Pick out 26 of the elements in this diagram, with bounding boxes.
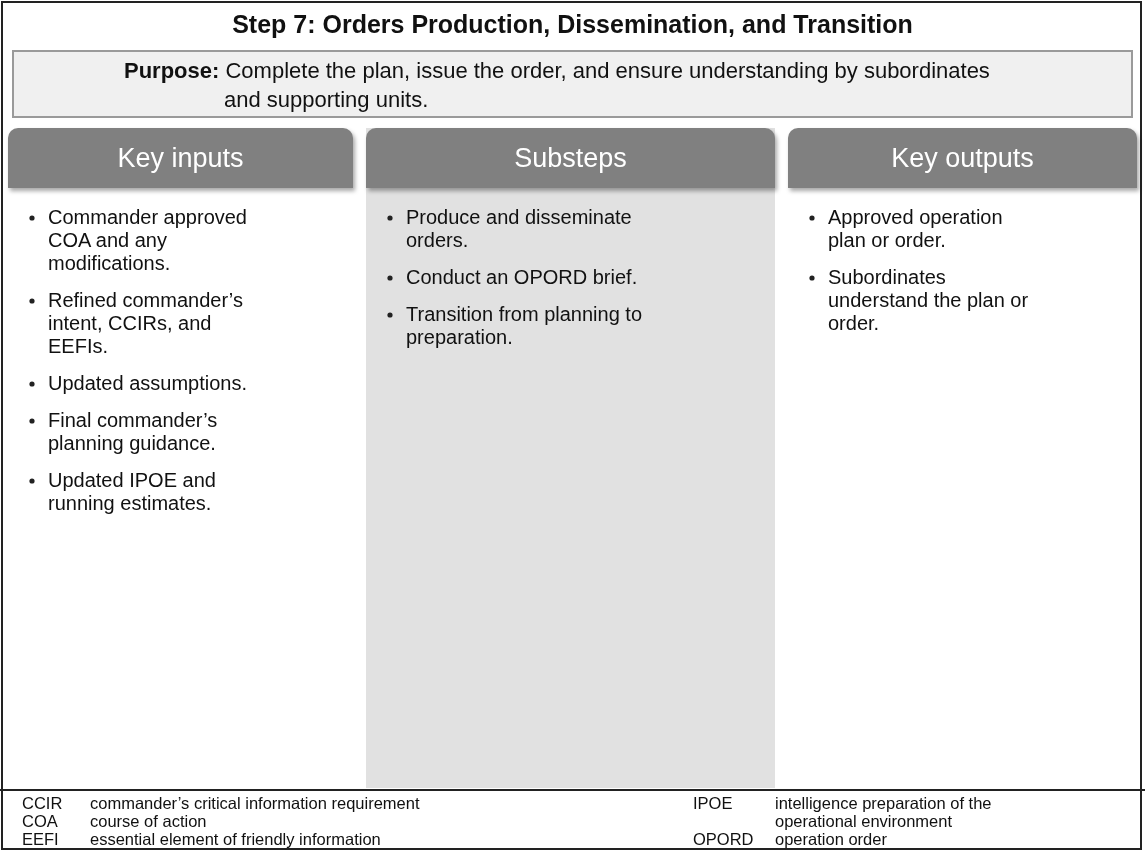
column-header: Key outputs xyxy=(788,128,1137,188)
glossary-definition: essential element of friendly information xyxy=(90,830,382,848)
bullet-text: Updated IPOE and running estimates. xyxy=(48,469,216,514)
bullet-text: Conduct an OPORD brief. xyxy=(406,266,638,288)
glossary-term: OPORD xyxy=(693,830,755,848)
bullet-text: Approved operation plan or order. xyxy=(828,206,1003,251)
column-header: Substeps xyxy=(366,128,775,188)
bullet-text: Transition from planning to preparation. xyxy=(406,303,643,348)
glossary-definition: operation order xyxy=(775,830,888,848)
glossary-definition: course of action xyxy=(90,812,208,830)
bullet-text: Produce and disseminate orders. xyxy=(406,206,632,251)
glossary-term: IPOE xyxy=(693,794,734,812)
glossary-term: EEFI xyxy=(22,830,60,848)
glossary-term: CCIR xyxy=(22,794,64,812)
diagram-title: Step 7: Orders Production, Dissemination, and Transition xyxy=(231,10,914,39)
glossary-definition: commander’s critical information requirement xyxy=(90,794,421,812)
column-panel xyxy=(366,128,775,788)
purpose-box xyxy=(12,50,1133,118)
bullet-text: Refined commander’s intent, CCIRs, and EEFIs. xyxy=(48,289,243,357)
bullet-text: Updated assumptions. xyxy=(48,372,247,394)
column-header: Key inputs xyxy=(8,128,353,188)
bullet-text: Subordinates understand the plan or order. xyxy=(828,266,1029,334)
bullet-text: Final commander’s planning guidance. xyxy=(48,409,218,454)
purpose-text: Purpose: Complete the plan, issue the order, and ensure understanding by subordinates and supporting units. xyxy=(124,57,991,114)
glossary-term: COA xyxy=(22,812,59,830)
bullet-text: Commander approved COA and any modifications. xyxy=(48,206,247,274)
